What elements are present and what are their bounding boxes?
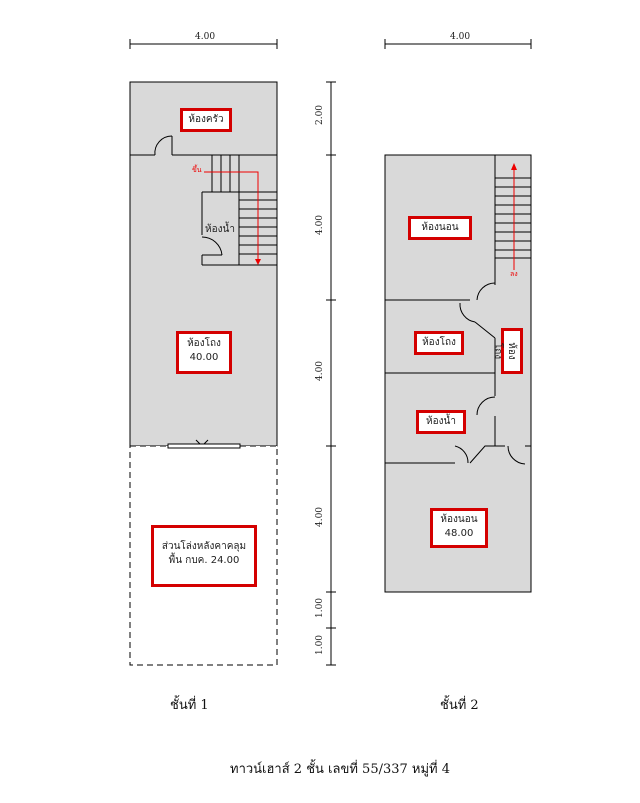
vertical-dimension-label: 2.00 xyxy=(315,104,326,126)
room-label-bathroom-2: ห้องน้ำ xyxy=(416,410,466,434)
floor1-caption: ชั้นที่ 1 xyxy=(170,698,209,713)
bedroom-2-name: ห้องนอน xyxy=(440,514,478,525)
vertical-dimension-label: 1.00 xyxy=(315,634,326,656)
vertical-dimension-label: 4.00 xyxy=(315,360,326,382)
stair-up-label: ขึ้น xyxy=(192,166,202,174)
room-label-bathroom: ห้องน้ำ xyxy=(205,224,235,235)
room-label-corridor: ห้องโถง xyxy=(492,328,523,374)
room-label-open-area: ส่วนโล่งหลังคาคลุม พื้น กบค. 24.00 xyxy=(151,525,257,587)
bedroom-2-area: 48.00 xyxy=(444,528,474,539)
floor1-plan xyxy=(129,81,278,666)
room-label-bedroom-1: ห้องนอน xyxy=(408,216,472,240)
floor2-caption: ชั้นที่ 2 xyxy=(440,698,479,713)
vertical-dimension-label: 1.00 xyxy=(315,597,326,619)
room-label-hall-2: ห้องโถง xyxy=(414,331,464,355)
vertical-dimension-label: 4.00 xyxy=(315,214,326,236)
width-dimension-lines xyxy=(129,39,532,49)
drawing-title: ทาวน์เฮาส์ 2 ชั้น เลขที่ 55/337 หมู่ที่ … xyxy=(230,762,451,777)
room-label-bedroom-2: ห้องนอน 48.00 xyxy=(430,508,488,548)
vertical-dimension-label: 4.00 xyxy=(315,506,326,528)
vertical-dimension-line xyxy=(326,81,336,666)
open-area-name: ส่วนโล่งหลังคาคลุม xyxy=(161,541,247,552)
room-label-kitchen: ห้องครัว xyxy=(180,108,232,132)
room-label-hall: ห้องโถง 40.00 xyxy=(176,331,232,374)
hall-name: ห้องโถง xyxy=(187,338,221,349)
open-area-floor: พื้น กบค. 24.00 xyxy=(168,555,240,566)
floor2-width-dimension: 4.00 xyxy=(450,32,471,42)
hall-area: 40.00 xyxy=(189,352,219,363)
stair-down-label: ลง xyxy=(510,270,518,278)
floor1-width-dimension: 4.00 xyxy=(195,32,216,42)
